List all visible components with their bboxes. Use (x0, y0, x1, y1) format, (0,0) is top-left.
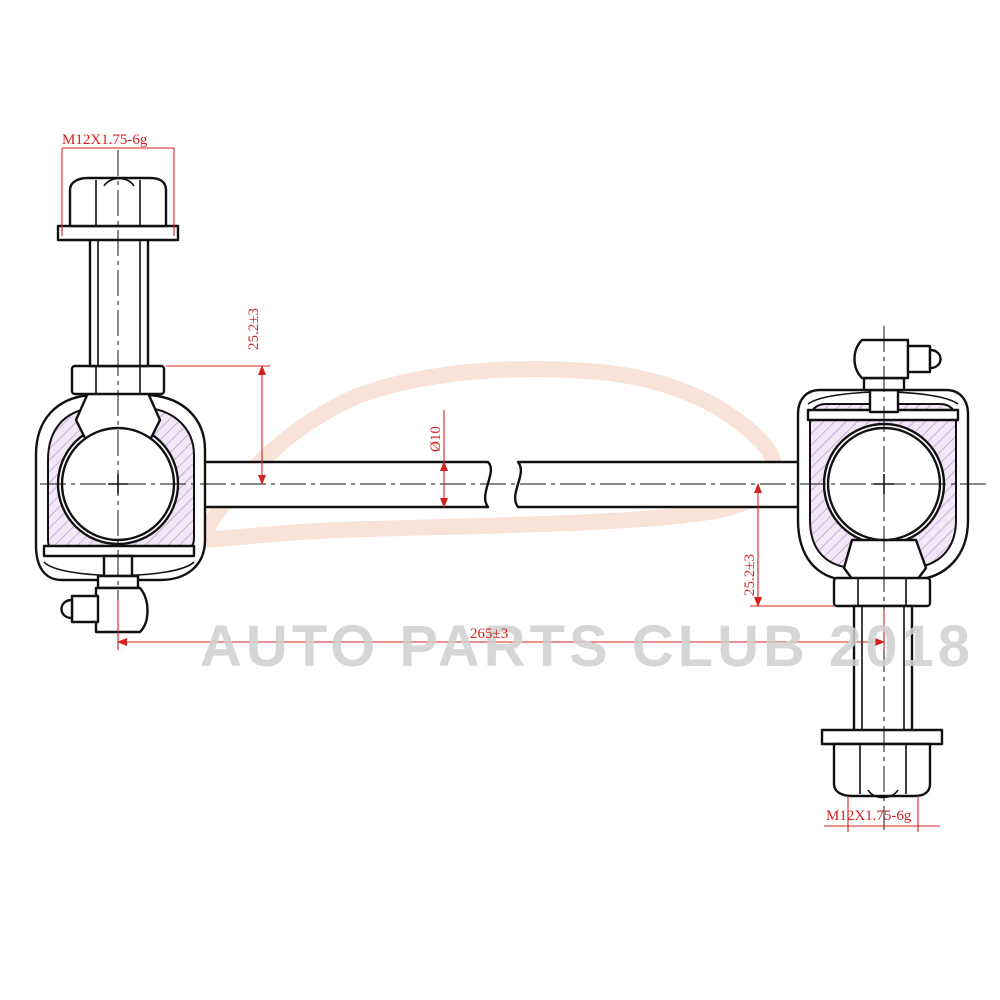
offset-label-right: 25.2±3 (742, 554, 758, 596)
thread-spec-bottom-right: M12X1.75-6g (826, 808, 912, 824)
center-lines (40, 150, 990, 830)
dimension-lines (61, 147, 940, 832)
right-ball-joint (796, 388, 970, 586)
offset-label-left: 25.2±3 (246, 308, 262, 350)
right-threaded-stud (852, 604, 914, 734)
brand-logo-watermark (192, 361, 783, 548)
watermark-text: AUTO PARTS CLUB 2018 (200, 614, 974, 679)
right-bottom-flange-nut (820, 728, 944, 799)
rod-diameter-label: Ø10 (428, 426, 444, 452)
left-threaded-stud (88, 236, 150, 368)
left-ball-joint (34, 391, 207, 582)
center-distance-label: 265±3 (470, 626, 508, 642)
left-grease-fitting (60, 554, 149, 634)
right-lower-nut (832, 576, 932, 608)
thread-spec-top-left: M12X1.75-6g (62, 132, 148, 148)
